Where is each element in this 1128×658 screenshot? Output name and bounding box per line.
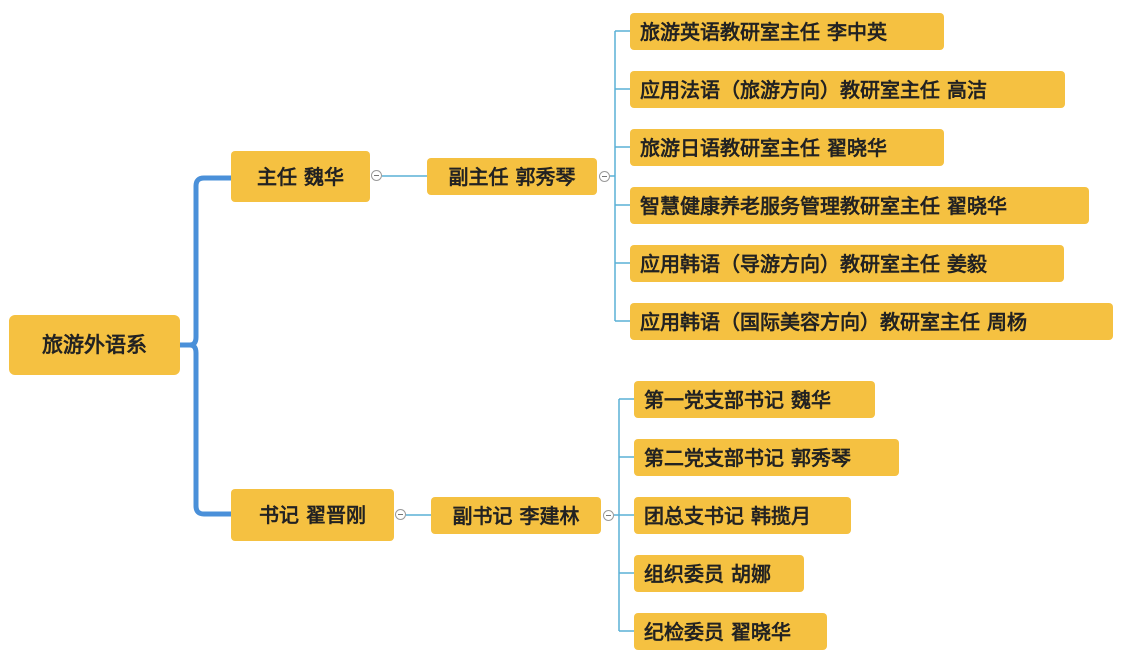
leaf-node[interactable]: 旅游英语教研室主任 李中英 bbox=[630, 13, 944, 50]
collapse-toggle-icon[interactable] bbox=[371, 170, 382, 181]
leaf-node[interactable]: 第一党支部书记 魏华 bbox=[634, 381, 875, 418]
leaf-label: 应用韩语（导游方向）教研室主任 姜毅 bbox=[640, 251, 987, 276]
leaf-node[interactable]: 应用韩语（国际美容方向）教研室主任 周杨 bbox=[630, 303, 1113, 340]
leaf-label: 旅游日语教研室主任 翟晓华 bbox=[640, 135, 887, 160]
branch-node-secretary[interactable]: 书记 翟晋刚 bbox=[231, 489, 394, 541]
leaf-label: 应用韩语（国际美容方向）教研室主任 周杨 bbox=[640, 309, 1027, 334]
leaf-node[interactable]: 应用韩语（导游方向）教研室主任 姜毅 bbox=[630, 245, 1064, 282]
child-label: 副书记 李建林 bbox=[452, 503, 580, 528]
leaf-node[interactable]: 应用法语（旅游方向）教研室主任 高洁 bbox=[630, 71, 1065, 108]
child-node-deputy-secretary[interactable]: 副书记 李建林 bbox=[431, 497, 601, 534]
leaf-label: 应用法语（旅游方向）教研室主任 高洁 bbox=[640, 77, 987, 102]
leaf-label: 智慧健康养老服务管理教研室主任 翟晓华 bbox=[640, 193, 1007, 218]
leaf-label: 旅游英语教研室主任 李中英 bbox=[640, 19, 887, 44]
leaf-label: 组织委员 胡娜 bbox=[644, 561, 771, 586]
trunk-connector bbox=[187, 342, 234, 517]
leaf-label: 团总支书记 韩揽月 bbox=[644, 503, 811, 528]
collapse-toggle-icon[interactable] bbox=[603, 510, 614, 521]
branch-label: 主任 魏华 bbox=[257, 164, 344, 189]
leaf-node[interactable]: 团总支书记 韩揽月 bbox=[634, 497, 851, 534]
branch-node-director[interactable]: 主任 魏华 bbox=[231, 151, 370, 202]
root-label: 旅游外语系 bbox=[42, 332, 147, 357]
collapse-toggle-icon[interactable] bbox=[395, 509, 406, 520]
leaf-label: 第一党支部书记 魏华 bbox=[644, 387, 831, 412]
leaf-label: 第二党支部书记 郭秀琴 bbox=[644, 445, 851, 470]
branch-label: 书记 翟晋刚 bbox=[259, 503, 366, 527]
collapse-toggle-icon[interactable] bbox=[599, 171, 610, 182]
leaf-connector-group-2 bbox=[614, 398, 634, 632]
root-node[interactable]: 旅游外语系 bbox=[9, 315, 180, 375]
child-node-deputy-director[interactable]: 副主任 郭秀琴 bbox=[427, 158, 597, 195]
leaf-node[interactable]: 第二党支部书记 郭秀琴 bbox=[634, 439, 899, 476]
leaf-node[interactable]: 纪检委员 翟晓华 bbox=[634, 613, 827, 650]
leaf-connector-group-1 bbox=[610, 30, 630, 322]
leaf-node[interactable]: 旅游日语教研室主任 翟晓华 bbox=[630, 129, 944, 166]
child-label: 副主任 郭秀琴 bbox=[448, 164, 576, 189]
trunk-connector bbox=[177, 175, 234, 348]
leaf-node[interactable]: 组织委员 胡娜 bbox=[634, 555, 804, 592]
leaf-node[interactable]: 智慧健康养老服务管理教研室主任 翟晓华 bbox=[630, 187, 1089, 224]
leaf-label: 纪检委员 翟晓华 bbox=[644, 619, 791, 644]
